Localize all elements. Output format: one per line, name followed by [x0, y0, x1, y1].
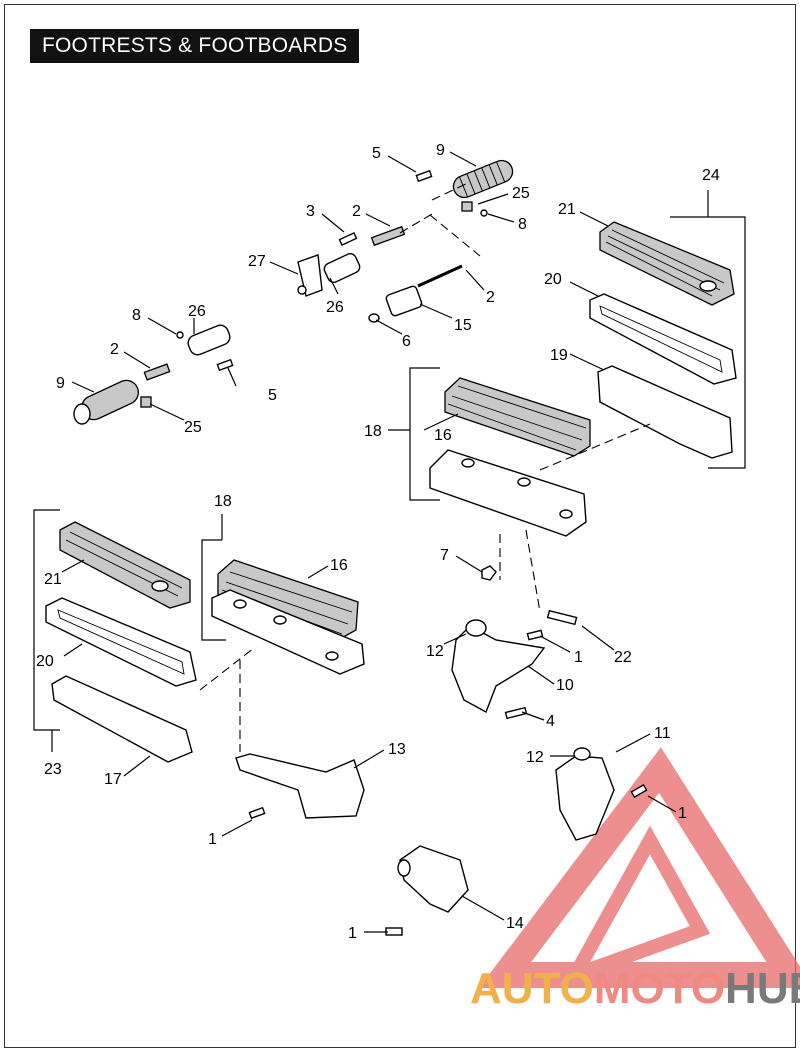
callout-5b: 5 [268, 387, 277, 404]
callout-2a: 2 [352, 203, 361, 220]
spring-upper [370, 225, 406, 247]
screw-4 [504, 706, 528, 720]
callout-9b: 9 [56, 375, 65, 392]
callout-labels: 5 9 25 8 24 3 2 21 27 26 2 15 20 6 8 26 … [36, 142, 720, 942]
callout-27: 27 [248, 253, 266, 270]
mount-bracket-11 [555, 747, 615, 841]
pin-upper [415, 169, 433, 183]
footboard-frame-20-right [589, 293, 737, 385]
callout-25b: 25 [184, 419, 202, 436]
footboard-frame-20-left [45, 597, 197, 687]
floorboard-pad-16-right [444, 377, 591, 457]
watermark-text: AUTOMOTOHUB [470, 964, 800, 1013]
footboard-pad-21-right [599, 221, 735, 306]
footrest-peg-upper [452, 159, 514, 199]
callout-21b: 21 [44, 571, 62, 588]
callout-1c: 1 [208, 831, 217, 848]
screw-1c [248, 806, 266, 820]
screw-1a [526, 629, 544, 641]
footboard-plate-17 [51, 675, 193, 763]
callout-12a: 12 [426, 643, 444, 660]
bolt-22 [546, 609, 578, 626]
callout-7: 7 [440, 547, 449, 564]
watermark-logo [478, 747, 800, 988]
callout-1a: 1 [574, 649, 583, 666]
mount-bracket-14 [397, 845, 469, 913]
callout-10: 10 [556, 677, 574, 694]
callout-12b: 12 [526, 749, 544, 766]
floorboard-base-18-right [429, 449, 587, 537]
floorboard-base-18-left [211, 589, 365, 675]
clevis-26-upper [323, 253, 361, 283]
callout-5a: 5 [372, 145, 381, 162]
screw-1b [630, 783, 648, 799]
nut-7 [481, 565, 497, 581]
page-title: FOOTRESTS & FOOTBOARDS [30, 29, 360, 63]
callout-26b: 26 [188, 303, 206, 320]
callout-2c: 2 [110, 341, 119, 358]
callout-13: 13 [388, 741, 406, 758]
callout-18b: 18 [214, 493, 232, 510]
callout-6: 6 [402, 333, 411, 350]
callout-17: 17 [104, 771, 122, 788]
clip-left [140, 331, 184, 408]
callout-2b: 2 [486, 289, 495, 306]
mount-bracket-13 [235, 753, 365, 819]
footboard-plate-19 [597, 365, 733, 459]
callout-8b: 8 [132, 307, 141, 324]
diagram-frame [4, 4, 796, 1048]
clevis-15 [385, 285, 423, 317]
callout-22: 22 [614, 649, 632, 666]
footrest-mount-27 [297, 254, 323, 297]
callout-26a: 26 [326, 299, 344, 316]
spring-left [143, 363, 171, 381]
callout-25a: 25 [512, 185, 530, 202]
callout-9a: 9 [436, 142, 445, 159]
callout-15: 15 [454, 317, 472, 334]
bolt-upper [338, 231, 358, 247]
leader-lines [61, 151, 677, 933]
callout-18a: 18 [364, 423, 382, 440]
callout-19: 19 [550, 347, 568, 364]
footrest-peg-left [73, 379, 139, 425]
callout-1d: 1 [348, 925, 357, 942]
callout-8a: 8 [518, 216, 527, 233]
callout-20b: 20 [36, 653, 54, 670]
spring-clip-upper [461, 201, 488, 217]
footboard-pad-21-left [59, 521, 191, 609]
callout-23: 23 [44, 761, 62, 778]
callout-21a: 21 [558, 201, 576, 218]
callout-16b: 16 [330, 557, 348, 574]
clevis-26-left [187, 324, 231, 356]
callout-16a: 16 [434, 427, 452, 444]
callout-11: 11 [654, 725, 671, 742]
callout-3: 3 [306, 203, 315, 220]
pin-left [216, 358, 234, 372]
callout-1b: 1 [678, 805, 687, 822]
mount-bracket-10 [451, 619, 546, 713]
callout-4: 4 [546, 713, 555, 730]
callout-24: 24 [702, 167, 720, 184]
callout-20a: 20 [544, 271, 562, 288]
callout-14: 14 [506, 915, 524, 932]
screw-1d [385, 927, 403, 936]
pivot-pin-upper [417, 264, 463, 288]
